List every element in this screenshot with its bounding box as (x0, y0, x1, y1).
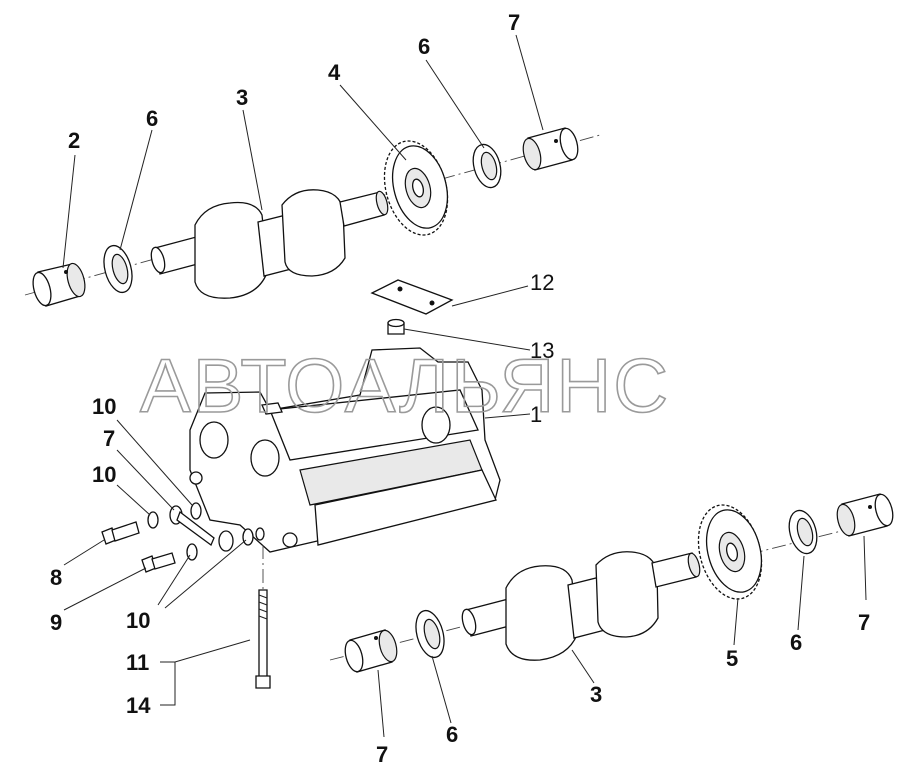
callout-pin: 7 (103, 426, 115, 451)
mounting-plate (370, 279, 454, 315)
callout-bolt-lower: 9 (50, 610, 62, 635)
housing-body (189, 347, 501, 553)
fastener-group (101, 502, 271, 689)
upper-right-washer (472, 143, 502, 189)
callout-plate: 12 (530, 270, 554, 295)
callout-upper-bush-right: 7 (508, 10, 520, 35)
callout-lower-washer-right: 6 (790, 630, 802, 655)
fastener-bolt-short (101, 521, 140, 545)
lower-right-washer (788, 509, 818, 555)
lower-left-bush (344, 629, 398, 673)
lower-right-bush (836, 493, 894, 537)
upper-left-bush (32, 262, 86, 307)
fastener-washer-c (255, 527, 265, 541)
callout-lower-camshaft: 3 (590, 682, 602, 707)
callout-upper-washer-left: 6 (146, 106, 158, 131)
upper-camshaft (150, 189, 389, 299)
fastener-pin (169, 505, 234, 552)
callout-labels: 2 6 3 4 6 7 12 13 1 10 7 10 8 9 10 11 14… (50, 10, 870, 767)
callout-washers-bottom: 10 (126, 608, 150, 633)
lower-left-washer (415, 609, 445, 659)
callout-washer-top: 10 (92, 394, 116, 419)
callout-lower-washer-left: 6 (446, 722, 458, 747)
callout-lower-bush-right: 7 (858, 610, 870, 635)
fastener-bolt-lower (141, 552, 176, 573)
callout-washer-mid: 10 (92, 462, 116, 487)
callout-upper-bush-left: 2 (68, 128, 80, 153)
callout-upper-gear: 4 (328, 60, 341, 85)
callout-long-bolt-b: 14 (126, 693, 151, 718)
upper-left-washer (103, 244, 133, 294)
lower-camshaft (461, 551, 701, 661)
lower-gear (697, 504, 763, 600)
fastener-washer-mid (147, 511, 159, 529)
upper-gear (383, 140, 449, 236)
callout-bolt-short: 8 (50, 565, 62, 590)
callout-lower-gear: 5 (726, 646, 738, 671)
callout-lower-bush-left: 7 (376, 742, 388, 767)
fastener-long-bolt (255, 545, 271, 689)
watermark-text: АВТОАЛЬЯНС (140, 344, 670, 429)
fastener-washer-top (190, 502, 202, 520)
callout-upper-washer-right: 6 (418, 34, 430, 59)
fastener-washer-b (242, 528, 254, 546)
upper-right-bush (522, 127, 579, 171)
lower-shaft-assembly (329, 493, 894, 673)
small-bush (387, 318, 405, 335)
callout-small-bush: 13 (530, 338, 554, 363)
callout-upper-camshaft: 3 (236, 85, 248, 110)
upper-shaft-assembly (24, 127, 601, 335)
callout-long-bolt-a: 11 (126, 650, 149, 675)
leader-lines (62, 34, 867, 738)
callout-housing: 1 (530, 402, 542, 427)
